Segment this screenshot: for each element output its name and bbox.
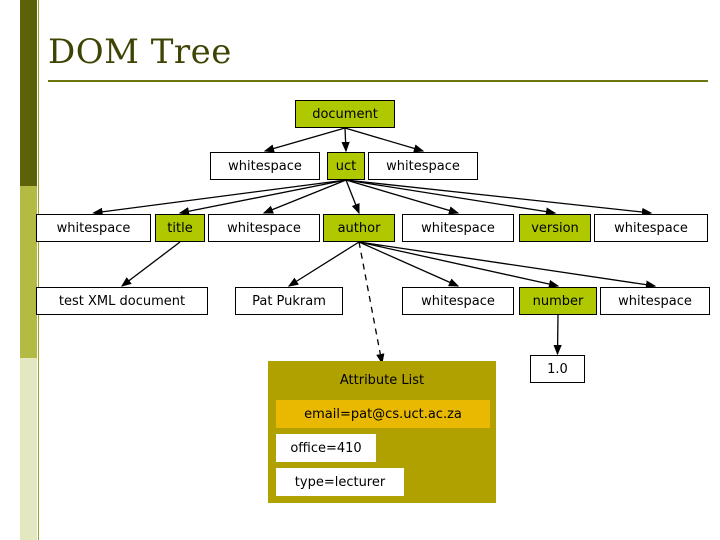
page-title: DOM Tree	[48, 32, 232, 72]
attribute-item: type=lecturer	[276, 468, 404, 496]
edge-document-to-ws1	[263, 127, 346, 153]
edge-author-to-ws7	[358, 241, 460, 287]
left-accent-bar-pale	[20, 358, 37, 540]
edge-uct-to-ws3	[92, 179, 347, 216]
left-divider-line	[38, 0, 39, 540]
tree-node-title: title	[155, 214, 205, 242]
tree-node-testdoc: test XML document	[36, 287, 208, 315]
edge-uct-to-version	[345, 179, 557, 216]
edge-document-to-ws2	[344, 127, 425, 153]
tree-node-version: version	[519, 214, 591, 242]
edge-document-to-uct	[341, 127, 350, 153]
tree-node-ws1: whitespace	[210, 152, 320, 180]
tree-node-ws8: whitespace	[600, 287, 710, 315]
left-accent-bar-olive	[20, 186, 37, 358]
edge-uct-to-ws5	[345, 179, 460, 215]
edge-author-to-ws8	[358, 241, 657, 289]
tree-node-author: author	[323, 214, 395, 242]
tree-node-uct: uct	[327, 152, 365, 180]
tree-node-ws5: whitespace	[402, 214, 514, 242]
attribute-item: email=pat@cs.uct.ac.za	[276, 400, 490, 428]
edge-uct-to-title	[178, 179, 347, 216]
edge-title-to-testdoc	[120, 241, 181, 287]
edge-author-to-patpukram	[287, 241, 360, 287]
tree-node-patpukram: Pat Pukram	[235, 287, 343, 315]
title-underline	[48, 80, 708, 82]
edge-number-to-onepointzero	[553, 314, 562, 356]
edge-author-to-attribute-list	[358, 241, 385, 365]
edge-uct-to-author	[345, 179, 360, 215]
attribute-list-header: Attribute List	[339, 372, 425, 388]
tree-node-ws7: whitespace	[402, 287, 514, 315]
edge-uct-to-ws4	[262, 179, 347, 214]
tree-node-onepointzero: 1.0	[530, 355, 585, 383]
left-accent-bar-dark	[20, 0, 37, 186]
edge-uct-to-ws6	[345, 179, 653, 217]
edge-author-to-number	[358, 241, 560, 289]
attribute-item: office=410	[276, 434, 376, 462]
tree-node-ws6: whitespace	[594, 214, 708, 242]
tree-node-ws2: whitespace	[368, 152, 478, 180]
tree-node-ws4: whitespace	[208, 214, 320, 242]
tree-node-number: number	[519, 287, 597, 315]
tree-node-document: document	[295, 100, 395, 128]
tree-node-ws3: whitespace	[36, 214, 151, 242]
